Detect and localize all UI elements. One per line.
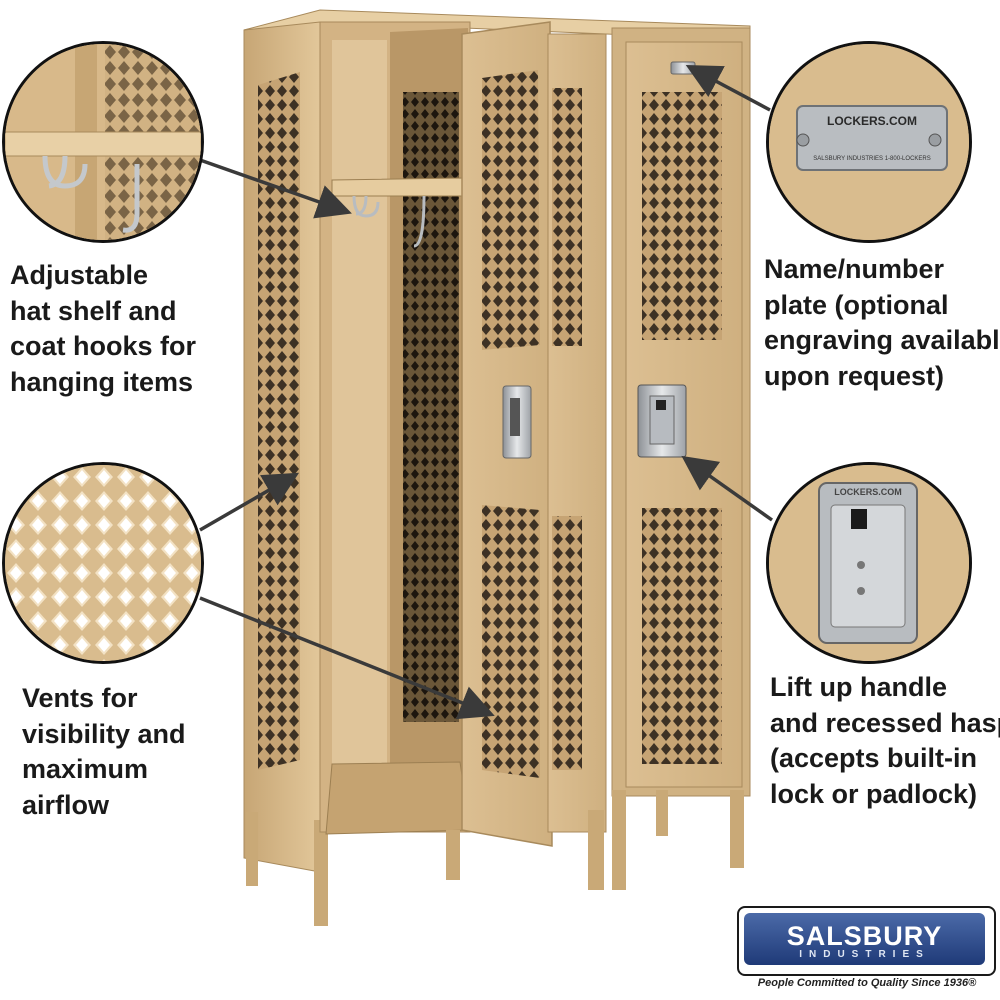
open-door (461, 21, 553, 847)
callout-handle-line: and recessed hasp (770, 707, 1000, 738)
arrow-shelf (199, 158, 352, 219)
logo-badge: SALSBURY INDUSTRIES (744, 913, 985, 965)
zoom-circle-nameplate: LOCKERS.COM SALSBURY INDUSTRIES 1-800-LO… (766, 41, 972, 243)
arrow-handle (681, 455, 774, 522)
arrow-plate (685, 65, 771, 112)
callout-vents-line: Vents for (22, 683, 138, 713)
zoom-circle-hooks (2, 41, 204, 243)
hasp-label-text: LOCKERS.COM (834, 487, 902, 497)
arrow-vents-side (199, 472, 300, 532)
callout-shelf-line: hanging items (10, 366, 194, 397)
callout-shelf-text: Adjustable hat shelf and coat hooks for … (10, 258, 196, 400)
callout-handle-text: Lift up handle and recessed hasp (accept… (770, 670, 1000, 812)
zoom-circle-handle: LOCKERS.COM (766, 462, 972, 664)
callout-handle-line: (accepts built-in (770, 743, 978, 773)
callout-shelf-line: Adjustable (10, 260, 149, 290)
callout-shelf-line: hat shelf and (10, 295, 177, 326)
locker-side-panel (243, 13, 328, 926)
locker-door-middle (547, 33, 607, 890)
callout-plate-line: Name/number (764, 254, 945, 284)
locker-door-right (611, 27, 751, 890)
callout-shelf-line: coat hooks for (10, 331, 197, 361)
nameplate-top-text: LOCKERS.COM (827, 114, 917, 128)
logo-subtitle: INDUSTRIES (799, 949, 930, 960)
arrow-vents-door (199, 596, 495, 720)
callout-plate-line: engraving available (764, 325, 1000, 355)
callout-handle-line: lock or padlock) (770, 778, 978, 809)
zoom-circle-vents (2, 462, 204, 664)
callout-vents-text: Vents for visibility and maximum airflow (22, 681, 186, 823)
callout-vents-line: maximum (22, 754, 149, 784)
handle-closeup-image (769, 465, 969, 661)
logo-name: SALSBURY (786, 921, 943, 951)
callout-vents-line: airflow (22, 789, 110, 820)
hooks-closeup-image (5, 44, 201, 240)
salsbury-logo: SALSBURY INDUSTRIES (737, 906, 996, 976)
nameplate-bottom-text: SALSBURY INDUSTRIES 1-800-LOCKERS (813, 156, 931, 162)
callout-vents-line: visibility and (22, 718, 186, 749)
callout-plate-line: plate (optional (764, 289, 949, 320)
callout-plate-text: Name/number plate (optional engraving av… (764, 252, 1000, 394)
vents-closeup-image (5, 465, 201, 661)
nameplate-closeup-image (769, 44, 969, 240)
brand-tagline: People Committed to Quality Since 1936® (757, 977, 977, 989)
callout-handle-line: Lift up handle (770, 672, 947, 702)
callout-plate-line: upon request) (764, 360, 944, 391)
